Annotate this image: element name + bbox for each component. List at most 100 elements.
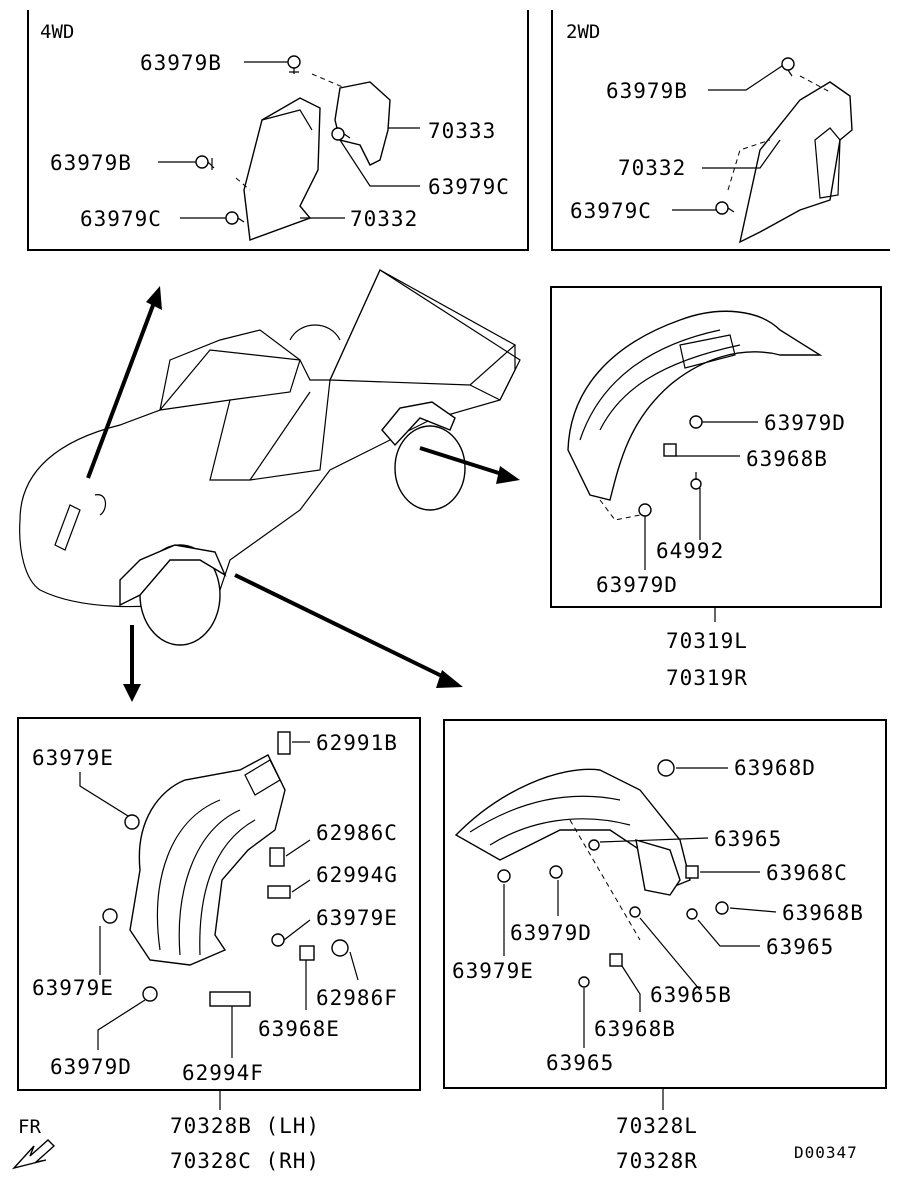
arrow-to-rear [419,446,506,477]
part-label: 63979B [606,79,688,103]
part-label: 63979E [452,959,534,983]
assembly-label: 70328L [616,1114,698,1138]
screw-icon [588,839,600,851]
screw-icon [277,731,291,755]
panel-2wd: 2WD 63979B 70332 63979C [551,10,890,251]
nut-icon [609,953,623,967]
part-label: 63968D [734,756,816,780]
clip-icon [271,933,285,947]
truck-door [249,379,331,481]
part-label: 63979B [140,51,222,75]
truck-headlight [54,504,81,551]
panel-rear-frame [550,286,882,608]
screw-icon [686,908,698,920]
panel-bottom-right-frame [443,719,887,1089]
front-liner-ribs [156,799,256,956]
assembly-label: 70328C (RH) [170,1149,320,1173]
fr-arrow-icon [11,1139,56,1170]
bolt-icon [269,847,285,867]
front-liner-shape [119,544,227,607]
part-label: 63979C [570,199,652,223]
panel-front-liner-lh-rh: 62991B 63979E 62986C 62994G 63979E 63979… [17,717,421,1173]
part-label: 63968B [782,901,864,925]
part-label: 63968B [594,1017,676,1041]
arrows [86,286,520,702]
truck-illustration [19,269,521,646]
assembly-label: 70328R [616,1149,698,1173]
panel-4wd-title: 4WD [40,21,74,43]
leader [729,907,777,913]
part-label: 63979D [50,1055,132,1079]
part-label: 64992 [656,539,724,563]
arrowhead [436,670,463,688]
arrow-to-4wd [86,299,157,479]
nut-icon [331,939,349,957]
leader [702,139,781,169]
leader-dash [727,139,771,191]
bolt-icon [267,885,291,899]
mud-guard-70332-4wd [243,97,321,241]
clip-icon [549,865,563,879]
screw-icon [690,472,702,490]
mud-guard-70332-2wd [739,81,853,244]
footer: FR D00347 [11,1116,857,1170]
front-liner-70328 [129,754,286,966]
truck-mirror [94,494,106,516]
leader-dash [599,499,641,521]
part-label: 63965 [546,1051,614,1075]
clip-icon [689,415,703,429]
leader [349,951,359,981]
panel-4wd-frame [27,10,529,251]
part-label: 63979C [428,175,510,199]
truck-tailgate [469,345,516,401]
splash-shield-70333 [334,81,391,166]
leader [79,772,129,817]
rear-liner-ribs [579,329,741,441]
screw-icon [578,976,590,988]
clip-icon [638,503,652,517]
part-label: 63979E [32,746,114,770]
clip-icon [124,814,140,830]
part-label: 62994G [316,863,398,887]
rear-liner-70319 [567,310,823,501]
leader [697,919,760,947]
part-label: 63979E [316,906,398,930]
panel-front-liner-l-r: 63968D 63965 63968C 63968B 63979D 63965 … [443,719,887,1173]
leader [97,999,146,1050]
mud-guard-cutout [814,127,841,199]
clip-icon [287,55,301,74]
screw-icon [629,906,641,918]
truck-bed-wheel-arch [289,324,341,341]
part-label: 62986C [316,821,398,845]
leader [283,919,311,941]
panel-2wd-title: 2WD [566,21,600,43]
part-label: 63979D [510,921,592,945]
panel-2wd-frame [551,10,890,251]
clip-icon [195,155,215,170]
nut-icon [663,443,677,457]
part-label: 62994F [182,1061,264,1085]
nut-icon [299,945,315,961]
arrowhead [123,684,141,702]
nut-icon [657,759,675,777]
clip-icon [331,127,351,141]
bolt-icon [209,991,251,1007]
clip-icon [497,869,511,883]
panel-bottom-left-frame [17,717,421,1091]
truck-bed [329,269,517,386]
rear-liner-pocket [679,334,736,369]
panel-rear-liner: 63979D 63968B 64992 63979D 70319L 70319R [550,286,882,690]
arrowhead [496,466,520,484]
front-liner-70328-2wd [454,768,691,891]
front-liner-bracket [244,759,281,796]
front-liner-ribs [469,795,631,846]
leader [285,839,311,857]
leader-dash [799,75,831,93]
part-label: 62986F [316,986,398,1010]
assembly-label: 70319L [666,629,748,653]
clip-icon [102,908,118,924]
part-label: 63979B [50,151,132,175]
clip-icon [715,201,735,215]
nut-icon [685,865,699,879]
